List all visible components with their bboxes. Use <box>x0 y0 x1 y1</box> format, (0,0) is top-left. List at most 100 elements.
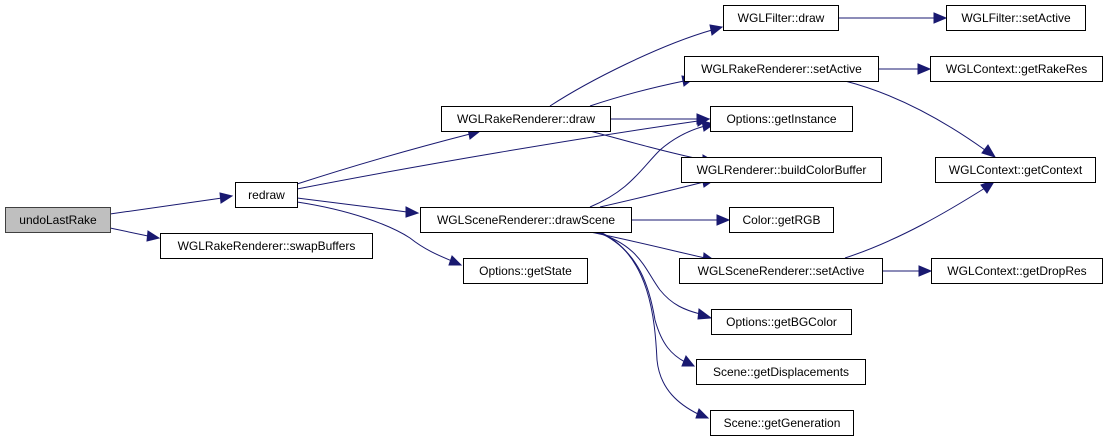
node-getGeneration[interactable]: Scene::getGeneration <box>710 410 854 436</box>
arrowhead-icon <box>981 144 997 158</box>
edge-line <box>296 197 408 213</box>
arrowhead-icon <box>146 230 161 242</box>
node-label: WGLRenderer::buildColorBuffer <box>697 163 867 177</box>
node-box[interactable] <box>420 207 632 233</box>
node-label: Scene::getGeneration <box>724 416 841 430</box>
edge-drawScene-to-getRGB <box>631 214 731 226</box>
node-box[interactable] <box>935 157 1096 183</box>
node-label: WGLContext::getContext <box>949 163 1083 177</box>
node-box[interactable] <box>441 106 611 132</box>
node-filterDraw[interactable]: WGLFilter::draw <box>723 5 839 31</box>
node-label: WGLRakeRenderer::draw <box>457 112 595 126</box>
node-box[interactable] <box>723 5 839 31</box>
node-label: WGLRakeRenderer::swapBuffers <box>178 239 356 253</box>
node-getRakeRes[interactable]: WGLContext::getRakeRes <box>930 56 1103 82</box>
edge-drawScene-to-getBGColor <box>594 231 713 320</box>
arrowhead-icon <box>917 63 932 75</box>
edge-sceneSetActive-to-getDropRes <box>882 265 933 277</box>
edge-line <box>589 80 685 107</box>
edge-undoLastRake-to-redraw <box>109 192 234 215</box>
edge-line <box>594 231 701 315</box>
node-getRGB[interactable]: Color::getRGB <box>729 207 834 233</box>
arrowhead-icon <box>219 192 234 204</box>
node-box[interactable] <box>710 410 854 436</box>
node-box[interactable] <box>711 309 852 335</box>
node-box[interactable] <box>684 56 879 82</box>
arrowhead-icon <box>695 408 710 419</box>
node-redraw[interactable]: redraw <box>235 182 298 208</box>
node-label: WGLContext::getRakeRes <box>946 62 1087 76</box>
node-box[interactable] <box>931 258 1103 284</box>
arrowhead-icon <box>716 214 731 226</box>
node-label: Options::getBGColor <box>726 315 837 329</box>
node-getBGColor[interactable]: Options::getBGColor <box>711 309 852 335</box>
edge-redraw-to-getState <box>296 201 463 266</box>
node-box[interactable] <box>681 157 882 183</box>
node-label: WGLSceneRenderer::setActive <box>698 264 865 278</box>
edge-line <box>589 125 706 208</box>
edge-line <box>296 201 453 262</box>
node-label: WGLContext::getDropRes <box>947 264 1086 278</box>
node-box[interactable] <box>463 258 588 284</box>
edge-line <box>844 187 986 259</box>
edge-line <box>549 29 713 107</box>
node-label: Options::getInstance <box>726 112 836 126</box>
edge-line <box>296 120 699 190</box>
arrowhead-icon <box>918 265 933 277</box>
edge-redraw-to-rakeDraw <box>296 128 482 185</box>
arrowhead-icon <box>709 24 724 36</box>
edge-rakeSetActive-to-getRakeRes <box>878 63 932 75</box>
node-box[interactable] <box>235 182 298 208</box>
node-undoLastRake[interactable]: undoLastRake <box>5 207 111 233</box>
node-label: Scene::getDisplacements <box>713 365 849 379</box>
edge-line <box>597 231 686 363</box>
node-getDisplacements[interactable]: Scene::getDisplacements <box>696 359 866 385</box>
node-swapBuffers[interactable]: WGLRakeRenderer::swapBuffers <box>160 233 373 259</box>
edge-rakeDraw-to-rakeSetActive <box>589 75 696 107</box>
node-label: undoLastRake <box>19 213 97 227</box>
arrowhead-icon <box>681 355 696 367</box>
edge-undoLastRake-to-swapBuffers <box>109 227 161 242</box>
node-rakeSetActive[interactable]: WGLRakeRenderer::setActive <box>684 56 879 82</box>
node-box[interactable] <box>160 233 373 259</box>
node-box[interactable] <box>930 56 1103 82</box>
node-label: WGLFilter::setActive <box>961 11 1071 25</box>
edge-line <box>589 130 705 161</box>
arrowhead-icon <box>933 12 948 24</box>
edge-line <box>599 231 699 415</box>
node-box[interactable] <box>946 5 1086 31</box>
node-box[interactable] <box>5 207 111 233</box>
node-box[interactable] <box>696 359 866 385</box>
node-buildColorBuffer[interactable]: WGLRenderer::buildColorBuffer <box>681 157 882 183</box>
node-label: WGLFilter::draw <box>738 11 825 25</box>
edge-line <box>599 181 705 208</box>
node-box[interactable] <box>729 207 834 233</box>
edge-line <box>109 197 223 215</box>
node-label: WGLSceneRenderer::drawScene <box>437 213 615 227</box>
node-label: WGLRakeRenderer::setActive <box>701 62 862 76</box>
node-getInstance[interactable]: Options::getInstance <box>710 106 853 132</box>
node-box[interactable] <box>710 106 853 132</box>
node-getState[interactable]: Options::getState <box>463 258 588 284</box>
edge-line <box>844 80 986 151</box>
arrowhead-icon <box>697 308 713 320</box>
arrowhead-icon <box>405 206 420 218</box>
node-label: redraw <box>248 188 285 202</box>
node-filterSetActive[interactable]: WGLFilter::setActive <box>946 5 1086 31</box>
node-box[interactable] <box>679 258 883 284</box>
node-getDropRes[interactable]: WGLContext::getDropRes <box>931 258 1103 284</box>
node-sceneSetActive[interactable]: WGLSceneRenderer::setActive <box>679 258 883 284</box>
edge-rakeDraw-to-filterDraw <box>549 24 724 107</box>
node-rakeDraw[interactable]: WGLRakeRenderer::draw <box>441 106 611 132</box>
edge-line <box>109 227 149 237</box>
node-drawScene[interactable]: WGLSceneRenderer::drawScene <box>420 207 632 233</box>
edge-filterDraw-to-filterSetActive <box>838 12 948 24</box>
nodes-layer: undoLastRake redrawWGLRakeRenderer::swapB… <box>5 5 1103 436</box>
edge-rakeSetActive-to-getContext <box>844 80 997 158</box>
node-label: Options::getState <box>479 264 572 278</box>
edge-line <box>296 133 471 185</box>
arrowhead-icon <box>448 255 463 266</box>
edge-rakeDraw-to-getInstance <box>610 113 711 125</box>
node-getContext[interactable]: WGLContext::getContext <box>935 157 1096 183</box>
